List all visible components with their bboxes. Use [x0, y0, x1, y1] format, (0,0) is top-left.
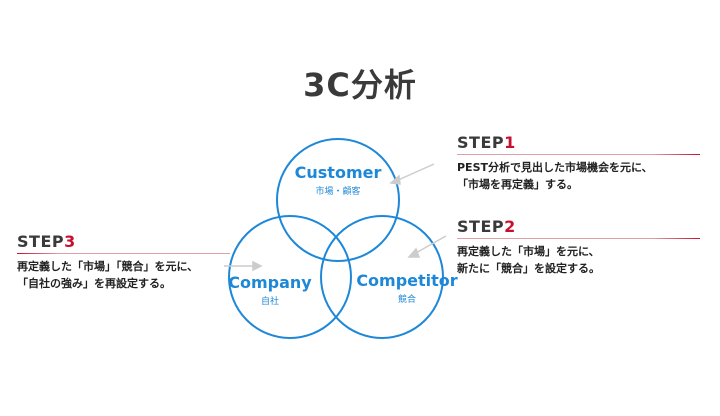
step3-line-1: 再定義した「市場」「競合」を元に、: [17, 260, 199, 273]
customer-circle: [276, 138, 400, 262]
step2-block: STEP2 再定義した「市場」を元に、 新たに「競合」を設定する。: [457, 217, 700, 277]
step2-line-1: 再定義した「市場」を元に、: [457, 245, 600, 258]
step1-line-1: PEST分析で見出した市場機会を元に、: [457, 161, 653, 174]
company-title: Company: [228, 273, 312, 292]
step2-heading: STEP2: [457, 217, 700, 236]
step1-rule: [457, 154, 700, 155]
step2-rule: [457, 238, 700, 239]
customer-subtitle: 市場・顧客: [315, 187, 361, 197]
step3-arrow: [224, 260, 263, 272]
step2-number: 2: [504, 217, 516, 236]
step2-label: STEP: [457, 217, 505, 236]
competitor-subtitle: 競合: [397, 295, 416, 305]
step3-number: 3: [64, 232, 76, 251]
step3-rule: [17, 253, 230, 254]
step2-arrow: [407, 235, 447, 258]
step1-heading: STEP1: [457, 133, 700, 152]
company-circle: [228, 215, 352, 339]
step1-block: STEP1 PEST分析で見出した市場機会を元に、 「市場を再定義」する。: [457, 133, 700, 193]
step2-line-2: 新たに「競合」を設定する。: [457, 262, 600, 275]
company-label: Company 自社: [220, 273, 320, 307]
competitor-title: Competitor: [356, 271, 458, 290]
step1-description: PEST分析で見出した市場機会を元に、 「市場を再定義」する。: [457, 159, 700, 193]
step1-label: STEP: [457, 133, 505, 152]
competitor-label: Competitor 競合: [352, 271, 462, 305]
competitor-circle: [320, 215, 444, 339]
step3-line-2: 「自社の強み」を再設定する。: [17, 277, 171, 290]
step1-line-2: 「市場を再定義」する。: [457, 178, 578, 191]
step1-arrow: [389, 163, 435, 185]
page-title: 3C分析: [303, 66, 417, 104]
customer-label: Customer 市場・顧客: [288, 163, 388, 197]
step1-number: 1: [504, 133, 516, 152]
step2-description: 再定義した「市場」を元に、 新たに「競合」を設定する。: [457, 243, 700, 277]
company-subtitle: 自社: [260, 297, 279, 307]
step3-heading: STEP3: [17, 232, 230, 251]
step3-description: 再定義した「市場」「競合」を元に、 「自社の強み」を再設定する。: [17, 258, 230, 292]
customer-title: Customer: [294, 163, 382, 182]
step3-label: STEP: [17, 232, 65, 251]
step3-block: STEP3 再定義した「市場」「競合」を元に、 「自社の強み」を再設定する。: [17, 232, 230, 292]
